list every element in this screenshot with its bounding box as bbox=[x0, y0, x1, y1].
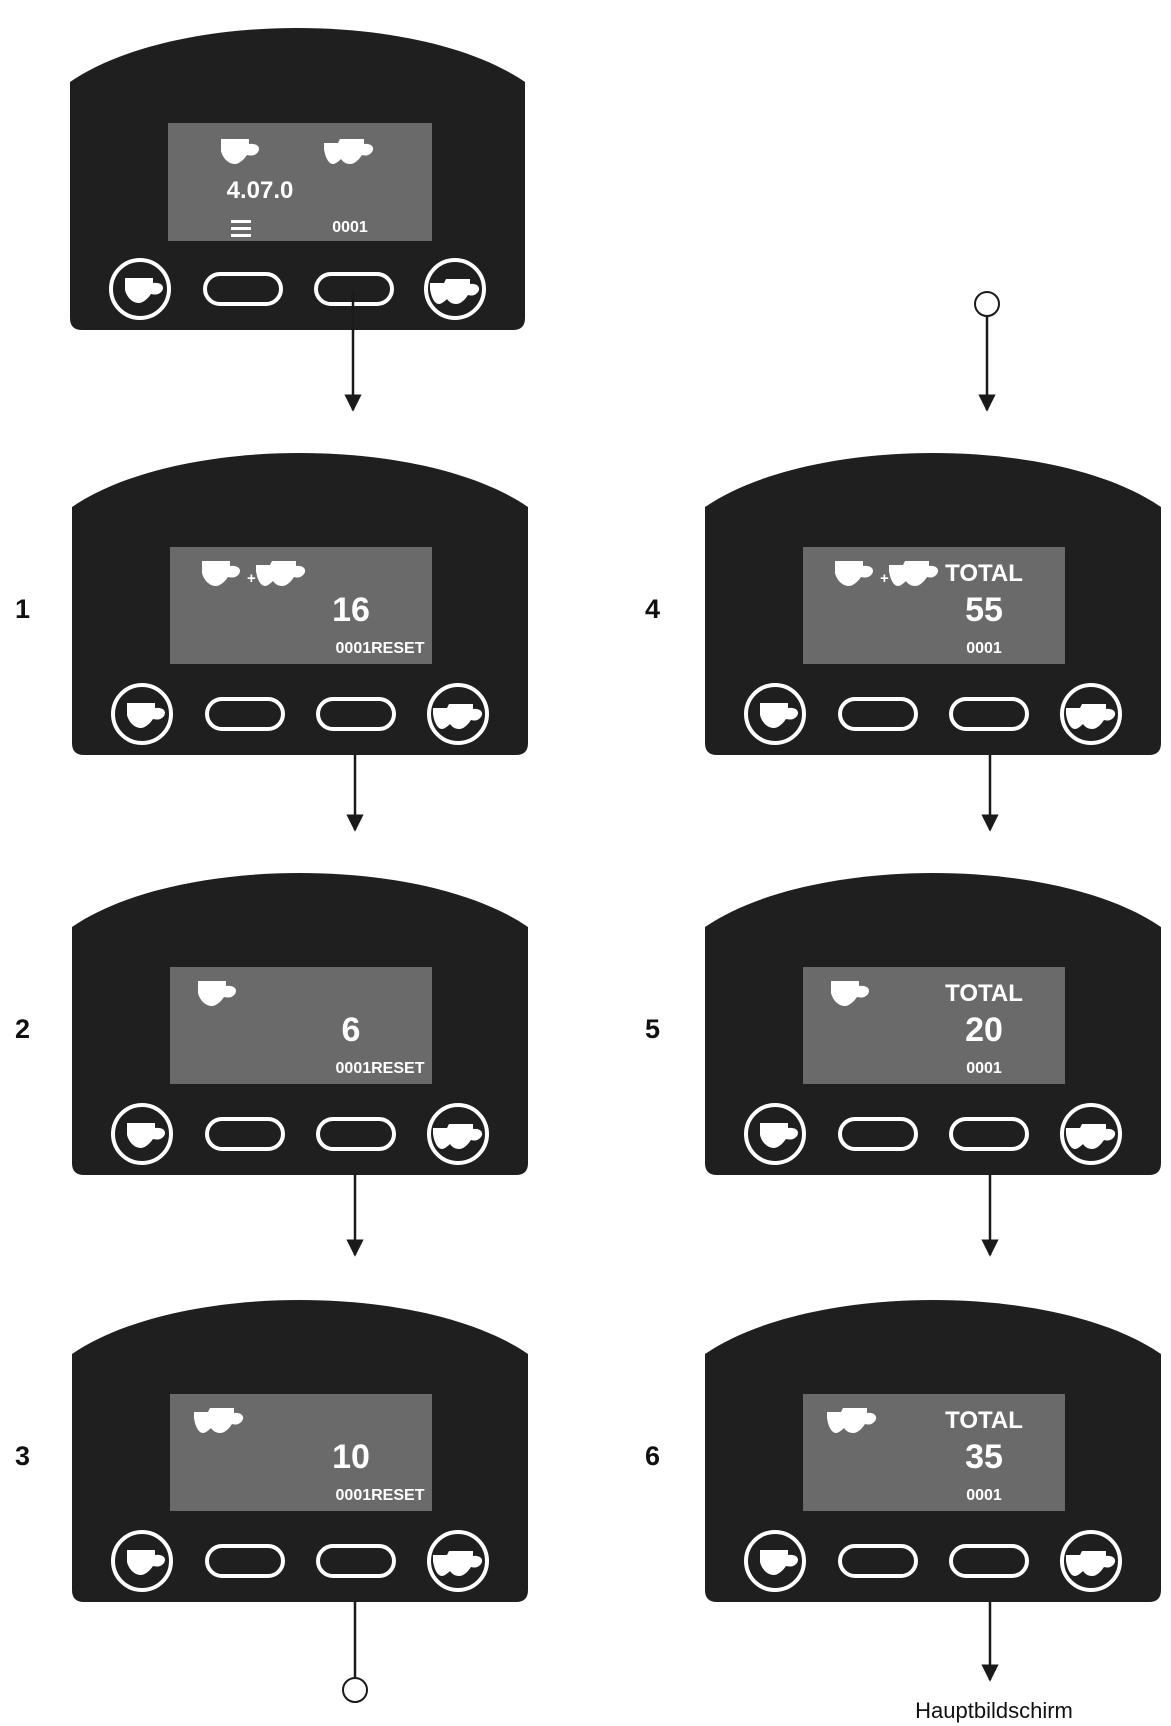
step-number: 2 bbox=[15, 1014, 30, 1044]
double-cup-button[interactable] bbox=[1060, 1103, 1122, 1165]
left-oval-button[interactable] bbox=[838, 1117, 918, 1151]
menu-icon bbox=[231, 220, 251, 237]
step-number: 6 bbox=[645, 1441, 660, 1471]
left-oval-button[interactable] bbox=[838, 1544, 918, 1578]
single-cup-button[interactable] bbox=[744, 1530, 806, 1592]
count-value: 6 bbox=[342, 1011, 361, 1049]
step-panel-6: 6 TOTAL 35 0001 bbox=[645, 1300, 1161, 1602]
footer-text: 0001RESET bbox=[336, 1487, 425, 1504]
right-oval-button[interactable] bbox=[316, 1544, 396, 1578]
count-value: 35 bbox=[965, 1438, 1003, 1476]
end-caption: Hauptbildschirm bbox=[915, 1698, 1073, 1723]
step-panels: 1 +16 0001RESET 2 6 0001RESET 3 10 0001RESET 4 + TO… bbox=[15, 453, 1161, 1602]
double-cup-button[interactable] bbox=[1060, 683, 1122, 745]
footer-text: 0001 bbox=[966, 1487, 1002, 1504]
double-cup-button[interactable] bbox=[1060, 1530, 1122, 1592]
main-display bbox=[168, 123, 432, 241]
left-oval-button[interactable] bbox=[838, 697, 918, 731]
count-value: 20 bbox=[965, 1011, 1003, 1049]
footer-text: 0001 bbox=[966, 640, 1002, 657]
single-cup-button[interactable] bbox=[744, 1103, 806, 1165]
right-oval-button[interactable] bbox=[949, 697, 1029, 731]
footer-text: 0001 bbox=[966, 1060, 1002, 1077]
left-oval-button[interactable] bbox=[205, 1544, 285, 1578]
right-oval-button[interactable] bbox=[949, 1117, 1029, 1151]
continuation-node-in bbox=[974, 291, 1000, 317]
double-cup-button[interactable] bbox=[427, 1530, 489, 1592]
step-panel-5: 5 TOTAL 20 0001 bbox=[645, 873, 1161, 1175]
left-oval-button[interactable] bbox=[205, 697, 285, 731]
right-oval-button[interactable] bbox=[316, 1117, 396, 1151]
right-oval-button[interactable] bbox=[316, 697, 396, 731]
double-cup-button[interactable] bbox=[427, 1103, 489, 1165]
total-label: TOTAL bbox=[945, 1407, 1023, 1434]
main-panel: 4.07.0 0001 bbox=[70, 28, 525, 330]
total-label: TOTAL bbox=[945, 980, 1023, 1007]
double-cup-button[interactable] bbox=[424, 258, 486, 320]
footer-text: 0001RESET bbox=[336, 1060, 425, 1077]
plus-sign: + bbox=[880, 570, 889, 587]
counter-id: 0001 bbox=[332, 219, 368, 236]
footer-text: 0001RESET bbox=[336, 640, 425, 657]
left-oval-button[interactable] bbox=[203, 272, 283, 306]
step-number: 1 bbox=[15, 594, 30, 624]
right-oval-button[interactable] bbox=[949, 1544, 1029, 1578]
single-cup-button[interactable] bbox=[111, 1530, 173, 1592]
step-number: 5 bbox=[645, 1014, 660, 1044]
count-value: 16 bbox=[332, 591, 370, 629]
single-cup-button[interactable] bbox=[109, 258, 171, 320]
continuation-node-out bbox=[342, 1677, 368, 1703]
left-oval-button[interactable] bbox=[205, 1117, 285, 1151]
single-cup-button[interactable] bbox=[111, 1103, 173, 1165]
plus-sign: + bbox=[247, 570, 256, 587]
step-panel-3: 3 10 0001RESET bbox=[15, 1300, 528, 1602]
step-panel-1: 1 +16 0001RESET bbox=[15, 453, 528, 755]
step-number: 3 bbox=[15, 1441, 30, 1471]
double-cup-button[interactable] bbox=[427, 683, 489, 745]
step-number: 4 bbox=[645, 594, 660, 624]
total-label: TOTAL bbox=[945, 560, 1023, 587]
single-cup-button[interactable] bbox=[744, 683, 806, 745]
firmware-version: 4.07.0 bbox=[227, 177, 294, 204]
count-value: 55 bbox=[965, 591, 1003, 629]
step-panel-4: 4 + TOTAL 55 0001 bbox=[645, 453, 1161, 755]
single-cup-button[interactable] bbox=[111, 683, 173, 745]
step-panel-2: 2 6 0001RESET bbox=[15, 873, 528, 1175]
count-value: 10 bbox=[332, 1438, 370, 1476]
